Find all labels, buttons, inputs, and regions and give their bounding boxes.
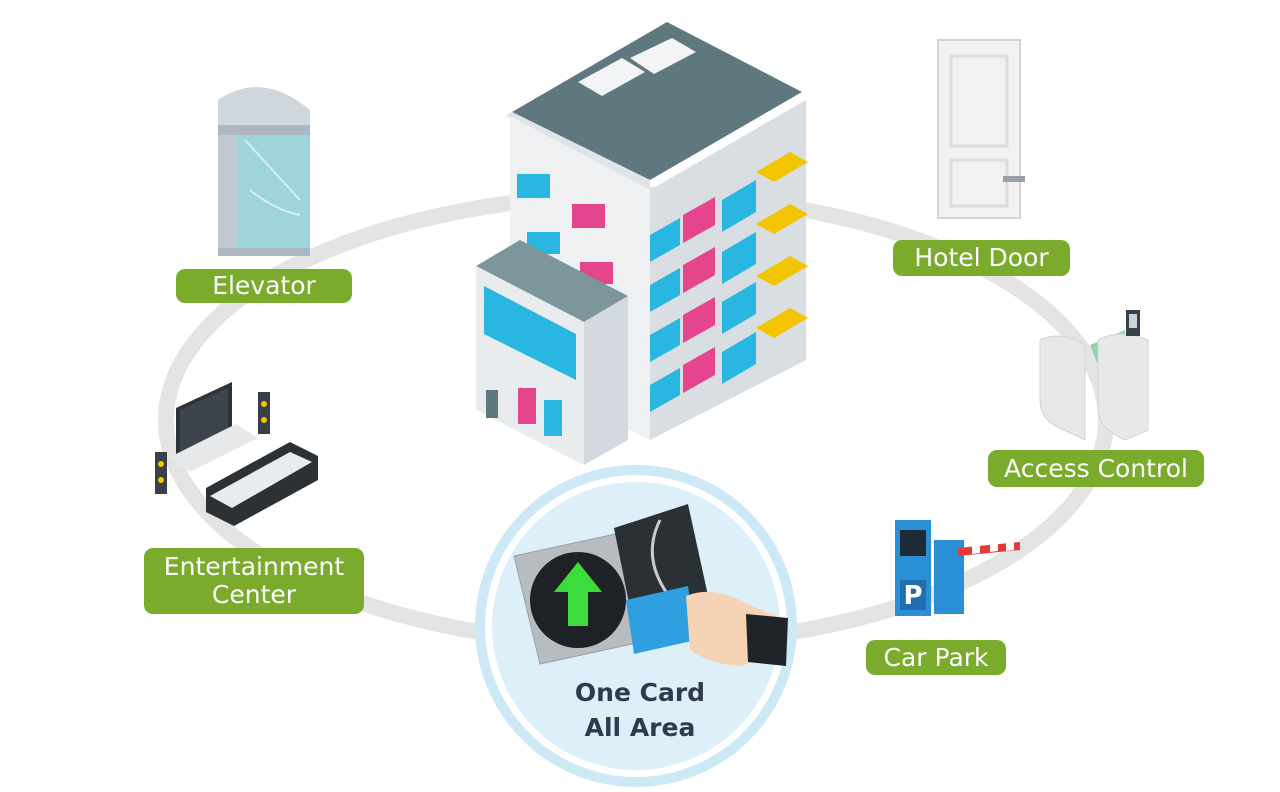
door-icon: [937, 39, 1025, 219]
elevator-label-text: Elevator: [212, 271, 316, 300]
center-title-line1: One Card: [574, 678, 706, 707]
parking-sign: P: [903, 581, 922, 611]
elevator-icon: [218, 87, 310, 256]
hand-card-icon: [626, 586, 788, 666]
hotel-door-label-text: Hotel Door: [914, 243, 1049, 272]
tv-sofa-icon: [155, 382, 318, 526]
entertainment-label-line1: Entertainment: [163, 552, 345, 581]
access-control-label-text: Access Control: [1004, 453, 1188, 483]
access-control-label: Access Control: [988, 450, 1204, 487]
entertainment-label-line2: Center: [211, 580, 297, 609]
center-title-line2: All Area: [584, 713, 696, 742]
hotel-building-icon: [476, 22, 808, 465]
hotel-door-label: Hotel Door: [893, 240, 1070, 276]
elevator-label: Elevator: [176, 269, 352, 303]
entertainment-center-label: Entertainment Center: [144, 548, 364, 614]
parking-barrier-icon: P: [895, 520, 1020, 616]
car-park-label: Car Park: [866, 640, 1006, 675]
car-park-label-text: Car Park: [883, 642, 989, 672]
turnstile-icon: [1039, 310, 1149, 441]
